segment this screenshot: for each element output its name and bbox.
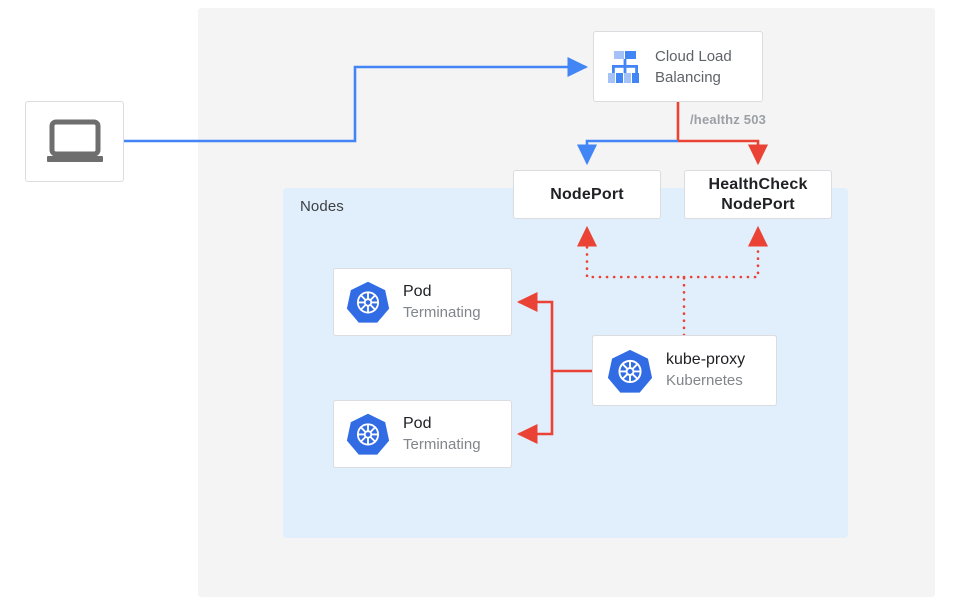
nodeport-card[interactable]: NodePort	[513, 170, 661, 219]
nodes-region-label: Nodes	[300, 198, 344, 215]
healthcheck-nodeport-label-line-2: NodePort	[721, 195, 795, 213]
kube-proxy-card[interactable]: kube-proxy Kubernetes	[592, 335, 777, 406]
client-card[interactable]	[25, 101, 124, 182]
kubernetes-icon	[346, 281, 390, 323]
pod-status-2: Terminating	[403, 435, 481, 453]
healthcheck-nodeport-card[interactable]: HealthCheck NodePort	[684, 170, 832, 219]
cloud-load-balancing-title-line-2: Balancing	[655, 68, 721, 86]
pod-title-2: Pod	[403, 414, 432, 432]
kube-proxy-text: kube-proxy Kubernetes	[666, 350, 745, 391]
kube-proxy-title: kube-proxy	[666, 351, 746, 368]
healthcheck-nodeport-label: HealthCheck NodePort	[708, 175, 807, 215]
nodeport-label-line-1: NodePort	[550, 185, 624, 203]
pod-status-1: Terminating	[403, 303, 481, 321]
kubernetes-icon	[607, 349, 653, 393]
healthz-annotation: /healthz 503	[690, 112, 767, 127]
cloud-load-balancing-title-line-1: Cloud Load	[655, 47, 732, 65]
pod-card-1[interactable]: Pod Terminating	[333, 268, 512, 336]
cloud-load-balancing-icon	[608, 50, 639, 83]
laptop-icon	[46, 119, 103, 162]
cloud-load-balancing-card[interactable]: Cloud Load Balancing	[593, 31, 763, 102]
kube-proxy-subtitle: Kubernetes	[666, 372, 743, 389]
healthcheck-nodeport-label-line-1: HealthCheck	[708, 175, 808, 193]
kubernetes-icon	[346, 413, 390, 455]
nodeport-label: NodePort	[550, 185, 624, 205]
pod-text-2: Pod Terminating	[403, 414, 481, 455]
pod-card-2[interactable]: Pod Terminating	[333, 400, 512, 468]
cloud-load-balancing-label: Cloud Load Balancing	[655, 46, 732, 88]
pod-title-1: Pod	[403, 282, 432, 300]
pod-text-1: Pod Terminating	[403, 282, 481, 323]
